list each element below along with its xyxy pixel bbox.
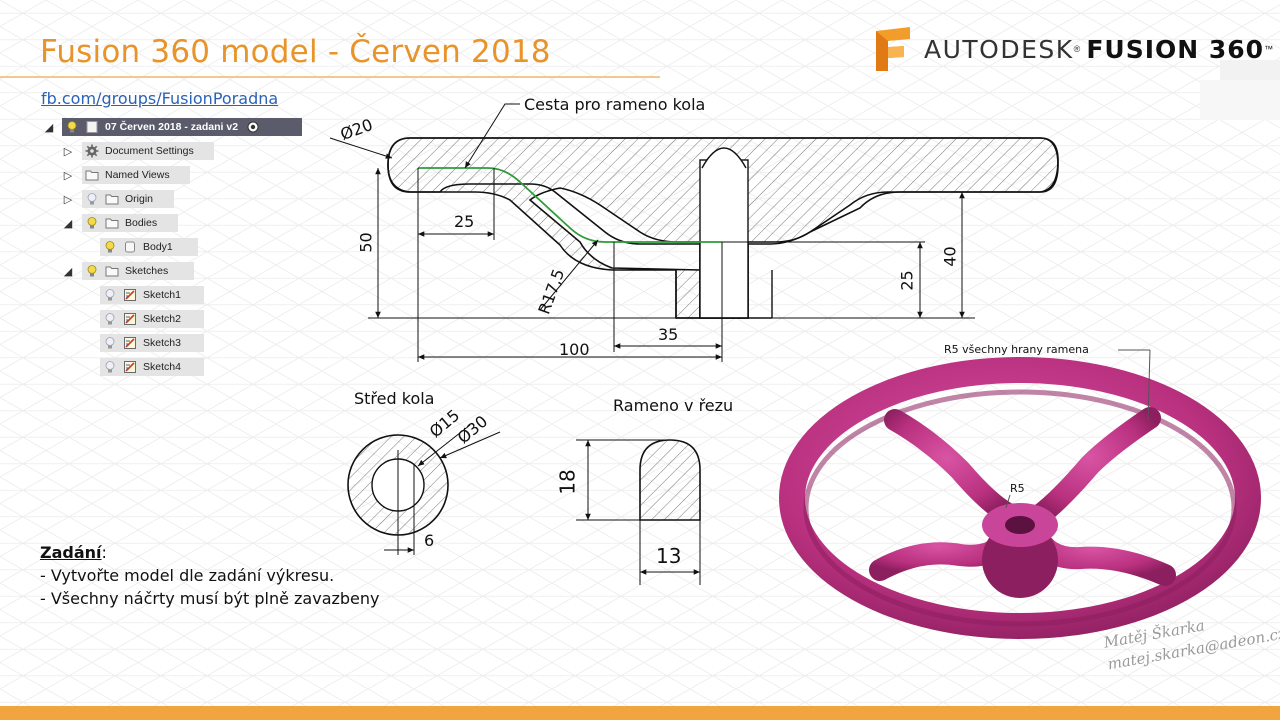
tree-pill-body1[interactable]: Body1 (100, 238, 198, 256)
title-underline (0, 76, 660, 78)
tree-pill-sketch1[interactable]: Sketch1 (100, 286, 204, 304)
fusion-f-logo-icon (876, 27, 910, 71)
tree-pill-document-settings[interactable]: Document Settings (82, 142, 214, 160)
tree-item-body1[interactable]: Body1 (40, 237, 198, 257)
folder-icon (105, 266, 119, 277)
tree-item-label: Bodies (125, 217, 158, 229)
tree-item-label: Sketch3 (143, 337, 181, 349)
task-title-colon: : (101, 543, 107, 562)
tree-item-named-views[interactable]: ▷ Named Views (40, 165, 190, 185)
tree-item-label: Sketches (125, 265, 169, 277)
sketch-icon (124, 337, 136, 349)
path-label: Cesta pro rameno kola (524, 95, 706, 114)
tree-item-origin[interactable]: ▷ Origin (40, 189, 174, 209)
dim-length-100: 100 (559, 340, 590, 359)
tree-pill-bodies[interactable]: Bodies (82, 214, 178, 232)
main-dimension-lines (329, 103, 968, 362)
lightbulb-on-icon[interactable] (103, 240, 117, 254)
task-line-1: - Vytvořte model dle zadání výkresu. (40, 566, 335, 585)
dim-height-total: 50 (356, 232, 376, 253)
dim-hub-height-25: 25 (897, 270, 917, 291)
slide-title: Fusion 360 model - Červen 2018 (40, 34, 551, 70)
lightbulb-on-icon (67, 121, 77, 133)
folder-icon (85, 170, 99, 181)
fillet-note-small: R5 (1010, 482, 1025, 495)
lightbulb-on-icon[interactable] (85, 264, 99, 278)
task-description: Zadání: - Vytvořte model dle zadání výkr… (40, 541, 380, 610)
sketch-icon (124, 313, 136, 325)
collapse-toggle-icon[interactable]: ◢ (63, 265, 73, 278)
tree-item-label: Document Settings (105, 145, 194, 157)
tree-item-label: Named Views (105, 169, 170, 181)
dim-length-35: 35 (658, 325, 679, 344)
lightbulb-off-icon[interactable] (85, 192, 99, 206)
tree-item-label: Sketch4 (143, 361, 181, 373)
lightbulb-off-icon[interactable] (103, 288, 117, 302)
technical-drawing (329, 103, 1261, 639)
lightbulb-off-icon[interactable] (103, 360, 117, 374)
tree-item-sketches[interactable]: ◢ Sketches (40, 261, 194, 281)
gear-icon (85, 144, 99, 158)
fillet-note: R5 všechny hrany ramena (944, 343, 1089, 356)
tree-item-label: Sketch2 (143, 313, 181, 325)
facebook-group-link[interactable]: fb.com/groups/FusionPoradna (41, 89, 279, 108)
hub-view-label: Střed kola (354, 389, 435, 408)
tree-item-sketch4[interactable]: Sketch4 (40, 357, 204, 377)
arm-section-view (576, 439, 701, 585)
lightbulb-off-icon[interactable] (103, 312, 117, 326)
dim-offset-25: 25 (454, 212, 475, 231)
tree-pill-sketches[interactable]: Sketches (82, 262, 194, 280)
body-icon (125, 241, 135, 253)
dim-hub-height-40: 40 (940, 246, 960, 267)
section-view-label: Rameno v řezu (613, 396, 734, 415)
tree-pill-sketch2[interactable]: Sketch2 (100, 310, 204, 328)
task-line-2: - Všechny náčrty musí být plně zavazbeny (40, 589, 380, 608)
tree-item-sketch2[interactable]: Sketch2 (40, 309, 204, 329)
tree-item-label: Origin (125, 193, 154, 205)
wheel-section-view (368, 137, 1059, 319)
expand-toggle-icon[interactable]: ▷ (63, 145, 73, 158)
tree-pill-origin[interactable]: Origin (82, 190, 174, 208)
autodesk-wordmark: AUTODESK (924, 34, 1074, 64)
folder-icon (105, 194, 119, 205)
sketch-icon (124, 289, 136, 301)
expand-toggle-icon[interactable]: ▷ (63, 169, 73, 182)
wheel-3d-model (779, 349, 1261, 639)
hub-view (347, 424, 501, 555)
tree-item-label: Body1 (143, 241, 173, 253)
trademark-mark: ™ (1264, 44, 1274, 54)
lightbulb-on-icon[interactable] (85, 216, 99, 230)
active-radio-icon[interactable] (246, 120, 260, 134)
dim-key-6: 6 (424, 531, 435, 550)
fusion-360-wordmark: FUSION 360 (1086, 34, 1265, 64)
collapse-toggle-icon[interactable]: ◢ (63, 217, 73, 230)
expand-toggle-icon[interactable]: ▷ (63, 193, 73, 206)
bottom-accent-bar (0, 706, 1280, 720)
tree-pill-named-views[interactable]: Named Views (82, 166, 190, 184)
collapse-toggle-icon[interactable]: ◢ (44, 121, 54, 134)
dim-section-width: 13 (656, 544, 682, 568)
browser-tree: ◢ 07 Červen 2018 - zadani v2 ▷ Document … (40, 116, 310, 380)
tree-item-sketch3[interactable]: Sketch3 (40, 333, 204, 353)
tree-pill-sketch3[interactable]: Sketch3 (100, 334, 204, 352)
tree-item-document-settings[interactable]: ▷ Document Settings (40, 141, 214, 161)
lightbulb-off-icon[interactable] (103, 336, 117, 350)
tree-item-sketch1[interactable]: Sketch1 (40, 285, 204, 305)
tree-root-row[interactable]: ◢ 07 Červen 2018 - zadani v2 (40, 117, 302, 137)
tree-item-bodies[interactable]: ◢ Bodies (40, 213, 178, 233)
folder-icon (105, 218, 119, 229)
tree-root-label: 07 Červen 2018 - zadani v2 (105, 121, 239, 133)
sketch-icon (124, 361, 136, 373)
tree-pill-sketch4[interactable]: Sketch4 (100, 358, 204, 376)
dim-section-height: 18 (555, 469, 580, 495)
tree-item-label: Sketch1 (143, 289, 181, 301)
tree-root-item[interactable]: 07 Červen 2018 - zadani v2 (62, 118, 302, 136)
task-title: Zadání (40, 543, 102, 562)
registered-mark: ® (1073, 44, 1081, 54)
document-icon (86, 121, 98, 133)
